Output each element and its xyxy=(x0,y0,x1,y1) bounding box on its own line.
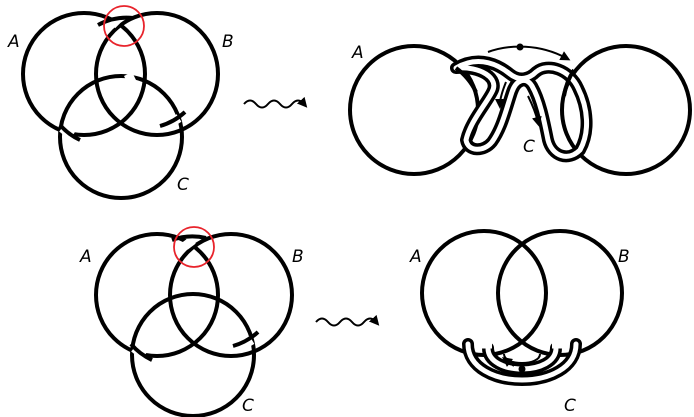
ring-c xyxy=(130,292,256,417)
squiggle-arrow-icon xyxy=(243,96,308,109)
label-b: B xyxy=(292,247,304,267)
label-b: B xyxy=(618,247,630,267)
panel-top-right-deformed: A C xyxy=(348,43,692,176)
label-a: A xyxy=(7,32,20,52)
label-c: C xyxy=(242,396,254,416)
label-a: A xyxy=(351,43,364,63)
ring-b xyxy=(496,229,624,357)
squiggle-arrow-icon xyxy=(315,314,380,327)
ring-b xyxy=(168,232,294,358)
ring-a xyxy=(21,11,147,137)
panel-bottom-right-deformed: A B C xyxy=(409,229,630,416)
label-c: C xyxy=(177,175,189,195)
label-c: C xyxy=(564,396,576,416)
ring-b xyxy=(560,44,692,176)
label-a: A xyxy=(79,247,92,267)
panel-top-left-borromean: A B C xyxy=(7,5,234,200)
ring-c xyxy=(58,74,184,200)
label-c: C xyxy=(523,137,535,157)
label-b: B xyxy=(222,32,234,52)
ring-b xyxy=(94,11,220,137)
label-a: A xyxy=(409,247,422,267)
crossing-highlight-circle xyxy=(103,5,145,47)
panel-bottom-left-borromean: A B C xyxy=(79,226,304,417)
crossing-highlight-circle xyxy=(173,226,215,268)
ring-a xyxy=(94,232,220,358)
ring-a xyxy=(420,229,548,357)
